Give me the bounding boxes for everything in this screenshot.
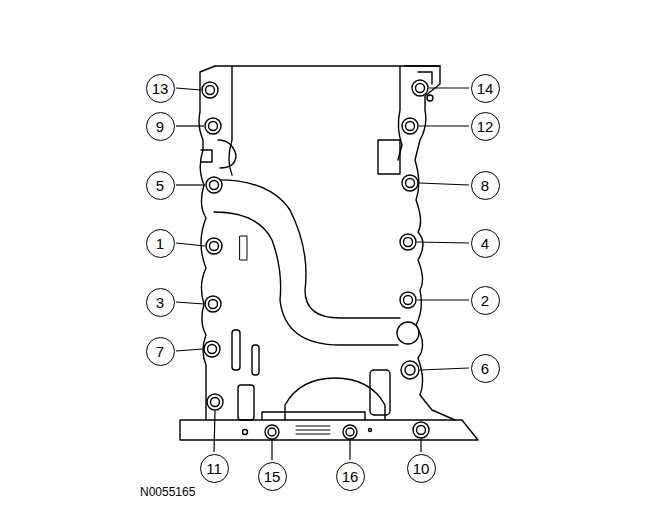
callout-circle: 3 xyxy=(146,288,175,317)
figure-id: N0055165 xyxy=(140,486,195,498)
callout-number: 13 xyxy=(152,81,169,96)
callout-circle: 8 xyxy=(471,171,500,200)
callout-circle: 14 xyxy=(471,74,500,103)
callout-number: 4 xyxy=(481,236,489,251)
callout-circle: 7 xyxy=(146,337,175,366)
callout-number: 15 xyxy=(264,469,281,484)
callout-circle: 12 xyxy=(471,112,500,141)
leader-lines xyxy=(176,88,469,460)
callout-number: 8 xyxy=(481,178,489,193)
callout-circle: 10 xyxy=(407,454,436,483)
callout-number: 2 xyxy=(481,293,489,308)
callout-number: 3 xyxy=(156,295,164,310)
callout-number: 14 xyxy=(477,81,494,96)
callout-number: 16 xyxy=(342,469,359,484)
callout-circle: 15 xyxy=(258,462,287,491)
callout-circle: 4 xyxy=(471,229,500,258)
callout-circle: 9 xyxy=(146,112,175,141)
callout-circle: 13 xyxy=(146,74,175,103)
callout-number: 1 xyxy=(156,236,164,251)
callout-number: 6 xyxy=(481,361,489,376)
callout-number: 10 xyxy=(413,461,430,476)
callout-number: 12 xyxy=(477,119,494,134)
callout-circle: 11 xyxy=(200,454,229,483)
callout-circle: 2 xyxy=(471,286,500,315)
callout-number: 11 xyxy=(206,461,222,476)
callout-number: 7 xyxy=(156,344,164,359)
callout-circle: 5 xyxy=(146,171,175,200)
callout-circle: 6 xyxy=(471,354,500,383)
callout-number: 9 xyxy=(156,119,164,134)
callout-circle: 16 xyxy=(336,462,365,491)
callout-circle: 1 xyxy=(146,229,175,258)
callout-number: 5 xyxy=(156,178,164,193)
